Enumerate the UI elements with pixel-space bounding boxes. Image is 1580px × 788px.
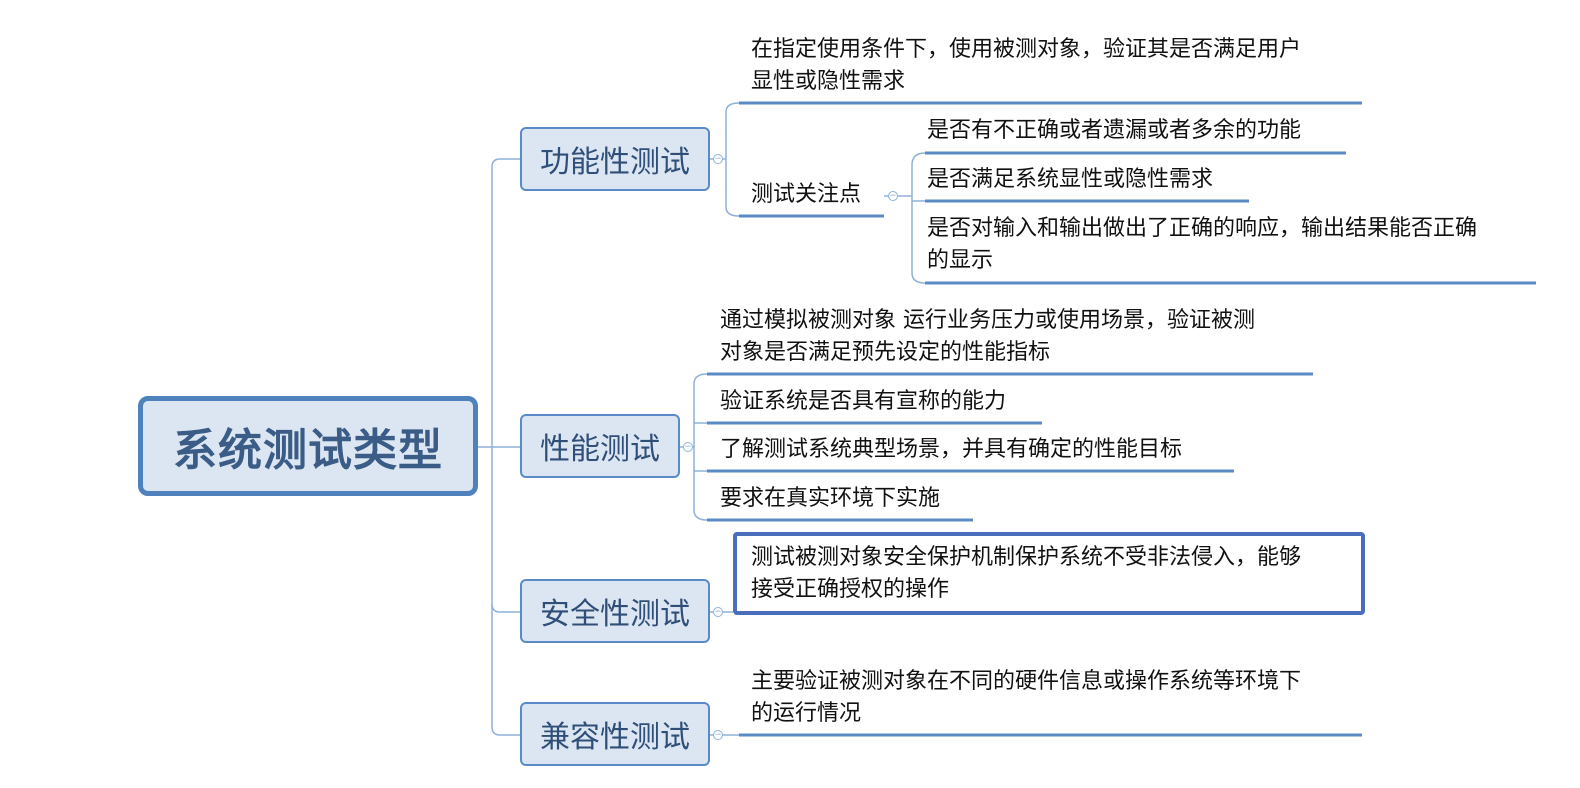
topic-performance-definition[interactable]: 通过模拟被测对象 运行业务压力或使用场景，验证被测 对象是否满足预先设定的性能指…: [720, 305, 1255, 369]
topic-test-focus[interactable]: 测试关注点: [751, 182, 862, 207]
topic-performance-scenario[interactable]: 了解测试系统典型场景，并具有确定的性能目标: [720, 437, 1183, 462]
topic-line: 测试被测对象安全保护机制保护系统不受非法侵入，能够: [751, 545, 1302, 570]
topic-line: 接受正确授权的操作: [751, 577, 950, 602]
topic-functional-definition[interactable]: 在指定使用条件下，使用被测对象，验证其是否满足用户 显性或隐性需求: [751, 34, 1301, 98]
topic-compatibility-definition[interactable]: 主要验证被测对象在不同的硬件信息或操作系统等环境下 的运行情况: [751, 666, 1301, 730]
topic-line: 对象是否满足预先设定的性能指标: [720, 340, 1051, 365]
topic-line: 的运行情况: [751, 701, 862, 726]
topic-focus-requirements[interactable]: 是否满足系统显性或隐性需求: [927, 167, 1214, 192]
root-topic[interactable]: 系统测试类型: [138, 396, 478, 496]
topic-performance-real-env[interactable]: 要求在真实环境下实施: [720, 486, 941, 511]
topic-security-definition-selected[interactable]: 测试被测对象安全保护机制保护系统不受非法侵入，能够 接受正确授权的操作: [733, 532, 1365, 615]
topic-line: 在指定使用条件下，使用被测对象，验证其是否满足用户: [751, 37, 1302, 62]
topic-focus-io-response[interactable]: 是否对输入和输出做出了正确的响应，输出结果能否正确 的显示: [927, 213, 1477, 277]
branch-compatibility-test[interactable]: 兼容性测试: [520, 702, 710, 766]
topic-line: 显性或隐性需求: [751, 69, 906, 94]
collapse-icon-functional[interactable]: −: [713, 153, 723, 164]
topic-focus-missing-features[interactable]: 是否有不正确或者遗漏或者多余的功能: [927, 118, 1302, 143]
topic-performance-capability[interactable]: 验证系统是否具有宣称的能力: [720, 389, 1007, 414]
collapse-icon-security[interactable]: −: [713, 606, 723, 617]
collapse-icon-focus[interactable]: −: [888, 190, 898, 201]
collapse-icon-performance[interactable]: −: [683, 441, 693, 452]
branch-functional-test[interactable]: 功能性测试: [520, 127, 710, 191]
collapse-icon-compatibility[interactable]: −: [713, 729, 723, 740]
connector-to-security: [491, 603, 520, 613]
topic-line: 的显示: [927, 248, 994, 273]
branch-performance-test[interactable]: 性能测试: [520, 414, 680, 478]
topic-line: 是否对输入和输出做出了正确的响应，输出结果能否正确: [927, 216, 1478, 241]
branch-security-test[interactable]: 安全性测试: [520, 579, 710, 643]
connector-focus-bracket: [884, 152, 926, 284]
topic-line: 通过模拟被测对象 运行业务压力或使用场景，验证被测: [720, 308, 1255, 333]
topic-line: 主要验证被测对象在不同的硬件信息或操作系统等环境下: [751, 669, 1302, 694]
